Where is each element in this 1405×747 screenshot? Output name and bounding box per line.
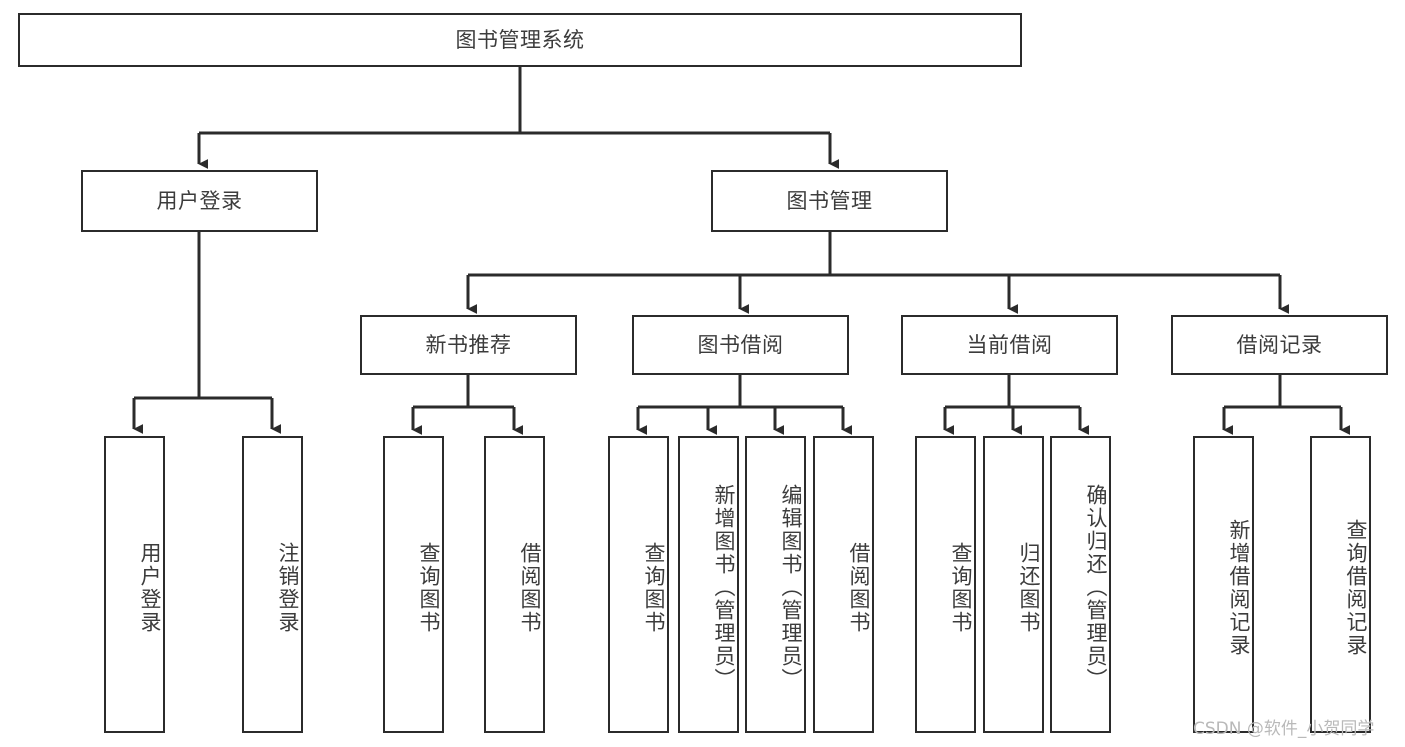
node-root-book-management-system[interactable]: 图书管理系统 <box>18 13 1022 67</box>
node-book-borrow[interactable]: 图书借阅 <box>632 315 849 375</box>
node-label: 新增图书（管理员） <box>712 484 736 691</box>
node-leaf-borrow-book[interactable]: 借阅图书 <box>813 436 874 733</box>
node-leaf-user-login[interactable]: 用户登录 <box>104 436 165 733</box>
node-leaf-edit-book-admin[interactable]: 编辑图书（管理员） <box>745 436 806 733</box>
node-leaf-query-book-borrow[interactable]: 查询图书 <box>608 436 669 733</box>
watermark-text: CSDN @软件_小贺同学 <box>1193 719 1375 739</box>
node-book-management[interactable]: 图书管理 <box>711 170 948 232</box>
node-label: 编辑图书（管理员） <box>779 484 803 691</box>
node-label: 查询借阅记录 <box>1344 518 1368 657</box>
node-leaf-logout-login[interactable]: 注销登录 <box>242 436 303 733</box>
node-label: 新增借阅记录 <box>1227 518 1251 657</box>
node-label: 借阅图书 <box>847 541 871 634</box>
node-label: 确认归还（管理员） <box>1084 484 1108 691</box>
node-borrow-record[interactable]: 借阅记录 <box>1171 315 1388 375</box>
node-label: 查询图书 <box>949 541 973 634</box>
node-label: 新书推荐 <box>425 332 512 357</box>
node-label: 借阅图书 <box>518 541 542 634</box>
node-leaf-query-book-recommend[interactable]: 查询图书 <box>383 436 444 733</box>
node-label: 注销登录 <box>276 541 300 634</box>
node-leaf-confirm-return-admin[interactable]: 确认归还（管理员） <box>1050 436 1111 733</box>
node-leaf-query-borrow-record[interactable]: 查询借阅记录 <box>1310 436 1371 733</box>
node-new-book-recommend[interactable]: 新书推荐 <box>360 315 577 375</box>
node-label: 查询图书 <box>417 541 441 634</box>
node-user-login[interactable]: 用户登录 <box>81 170 318 232</box>
node-leaf-add-borrow-record[interactable]: 新增借阅记录 <box>1193 436 1254 733</box>
node-label: 用户登录 <box>138 541 162 634</box>
node-label: 查询图书 <box>642 541 666 634</box>
node-label: 当前借阅 <box>966 332 1053 357</box>
node-leaf-return-book[interactable]: 归还图书 <box>983 436 1044 733</box>
node-leaf-borrow-book-recommend[interactable]: 借阅图书 <box>484 436 545 733</box>
node-leaf-add-book-admin[interactable]: 新增图书（管理员） <box>678 436 739 733</box>
node-leaf-query-book-current[interactable]: 查询图书 <box>915 436 976 733</box>
node-label: 用户登录 <box>156 188 243 213</box>
node-label: 借阅记录 <box>1236 332 1323 357</box>
node-label: 图书借阅 <box>697 332 784 357</box>
node-label: 图书管理系统 <box>455 27 585 52</box>
node-label: 归还图书 <box>1017 541 1041 634</box>
node-current-borrow[interactable]: 当前借阅 <box>901 315 1118 375</box>
node-label: 图书管理 <box>786 188 873 213</box>
